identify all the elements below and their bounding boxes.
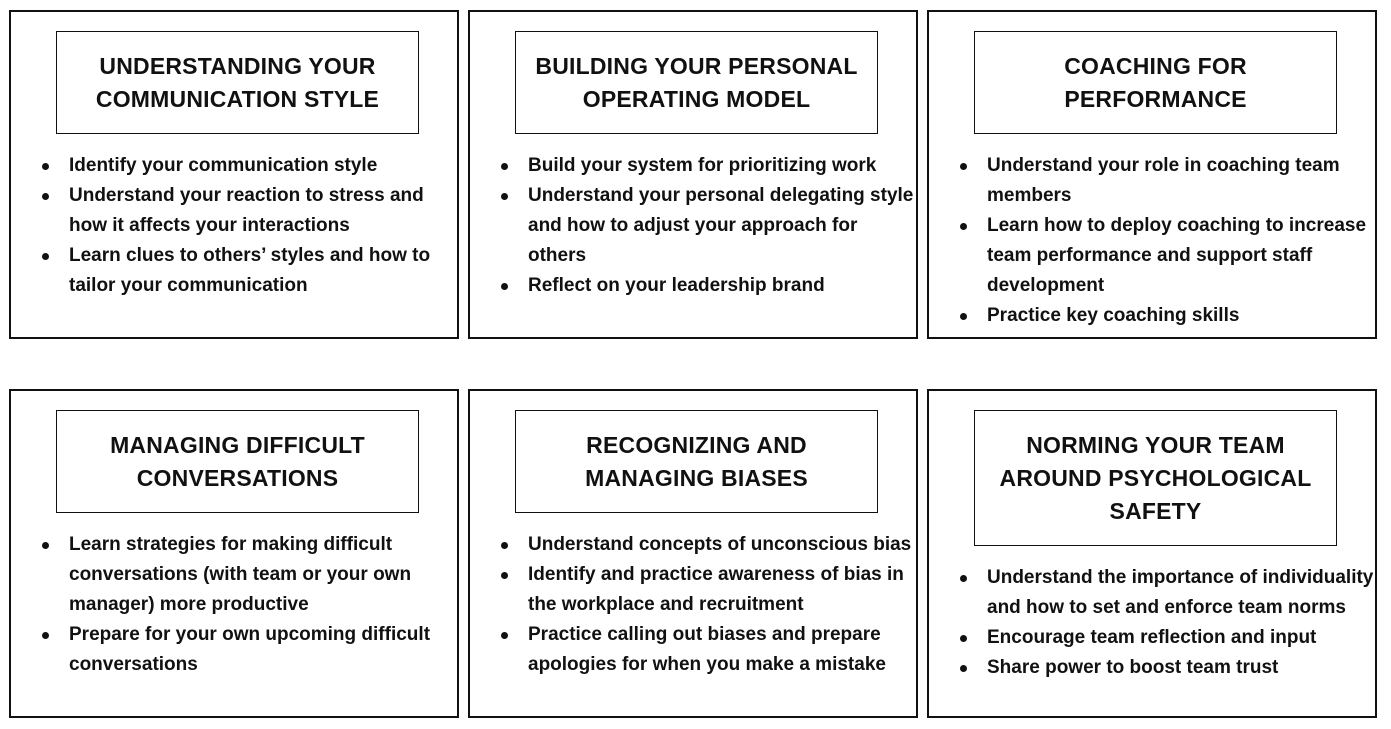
bullet-item: Encourage team reflection and input bbox=[960, 623, 1379, 653]
bullet-item: Understand your role in coaching team me… bbox=[960, 151, 1379, 211]
module-card-personal-operating-model: BUILDING YOUR PERSONAL OPERATING MODEL B… bbox=[468, 10, 918, 339]
module-card-coaching: COACHING FOR PERFORMANCE Understand your… bbox=[927, 10, 1377, 339]
bullet-item: Learn how to deploy coaching to increase… bbox=[960, 211, 1379, 301]
bullet-item: Understand your reaction to stress and h… bbox=[42, 181, 461, 241]
bullet-list: Understand the importance of individuali… bbox=[929, 563, 1389, 683]
card-title: BUILDING YOUR PERSONAL OPERATING MODEL bbox=[515, 31, 878, 134]
bullet-item: Reflect on your leadership brand bbox=[501, 271, 920, 301]
bullet-item: Practice key coaching skills bbox=[960, 301, 1379, 331]
module-card-difficult-conversations: MANAGING DIFFICULT CONVERSATIONS Learn s… bbox=[9, 389, 459, 718]
bullet-item: Learn strategies for making difficult co… bbox=[42, 530, 461, 620]
module-card-communication-style: UNDERSTANDING YOUR COMMUNICATION STYLE I… bbox=[9, 10, 459, 339]
card-title: RECOGNIZING AND MANAGING BIASES bbox=[515, 410, 878, 513]
bullet-item: Learn clues to others’ styles and how to… bbox=[42, 241, 461, 301]
bullet-item: Share power to boost team trust bbox=[960, 653, 1379, 683]
bullet-list: Build your system for prioritizing work … bbox=[470, 151, 930, 301]
bullet-list: Understand your role in coaching team me… bbox=[929, 151, 1389, 331]
module-card-psychological-safety: NORMING YOUR TEAM AROUND PSYCHOLOGICAL S… bbox=[927, 389, 1377, 718]
module-card-biases: RECOGNIZING AND MANAGING BIASES Understa… bbox=[468, 389, 918, 718]
bullet-list: Identify your communication style Unders… bbox=[11, 151, 471, 301]
bullet-item: Practice calling out biases and prepare … bbox=[501, 620, 920, 680]
card-title: MANAGING DIFFICULT CONVERSATIONS bbox=[56, 410, 419, 513]
card-title: COACHING FOR PERFORMANCE bbox=[974, 31, 1337, 134]
card-title: NORMING YOUR TEAM AROUND PSYCHOLOGICAL S… bbox=[974, 410, 1337, 546]
bullet-item: Understand the importance of individuali… bbox=[960, 563, 1379, 623]
bullet-list: Learn strategies for making difficult co… bbox=[11, 530, 471, 680]
bullet-item: Build your system for prioritizing work bbox=[501, 151, 920, 181]
bullet-item: Understand your personal delegating styl… bbox=[501, 181, 920, 271]
bullet-item: Prepare for your own upcoming difficult … bbox=[42, 620, 461, 680]
bullet-list: Understand concepts of unconscious bias … bbox=[470, 530, 930, 680]
bullet-item: Identify your communication style bbox=[42, 151, 461, 181]
bullet-item: Understand concepts of unconscious bias bbox=[501, 530, 920, 560]
card-title: UNDERSTANDING YOUR COMMUNICATION STYLE bbox=[56, 31, 419, 134]
bullet-item: Identify and practice awareness of bias … bbox=[501, 560, 920, 620]
